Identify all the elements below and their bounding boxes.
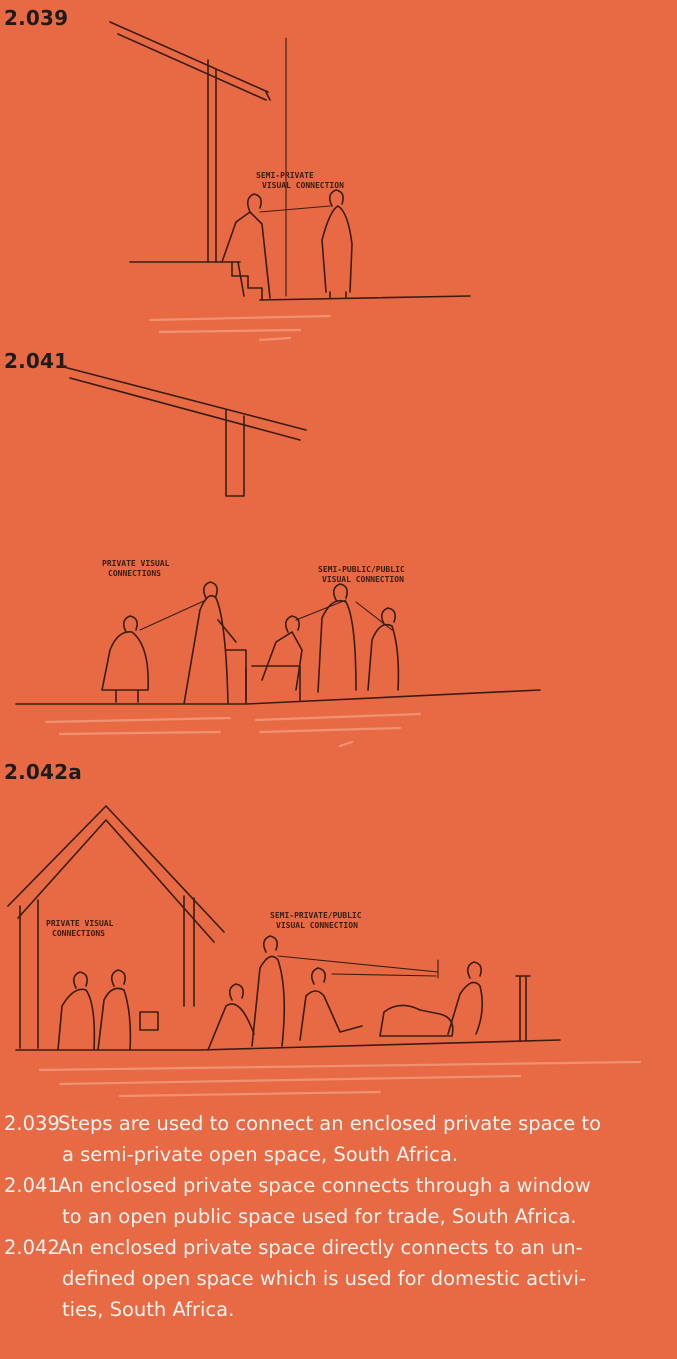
note-2-042a-a: PRIVATE VISUAL	[46, 919, 114, 928]
sketch-2-039-drawing: SEMI-PRIVATE VISUAL CONNECTION	[0, 0, 677, 345]
sketch-2-042a: PRIVATE VISUAL CONNECTIONS SEMI-PRIVATE/…	[0, 800, 677, 1105]
note-2-039-b: VISUAL CONNECTION	[262, 181, 344, 190]
caption-text: ties, South Africa.	[4, 1294, 677, 1325]
caption-text: to an open public space used for trade, …	[4, 1201, 677, 1232]
note-2-042a-b: CONNECTIONS	[52, 929, 105, 938]
note-2-042a-d: VISUAL CONNECTION	[276, 921, 358, 930]
caption-text: Steps are used to connect an enclosed pr…	[58, 1112, 601, 1135]
caption-number: 2.039	[4, 1108, 58, 1139]
caption-text: An enclosed private space connects throu…	[58, 1174, 591, 1197]
caption-2-042: 2.042An enclosed private space directly …	[0, 1232, 677, 1325]
sketch-2-041-drawing: PRIVATE VISUAL CONNECTIONS SEMI-PUBLIC/P…	[0, 350, 677, 760]
caption-text: a semi-private open space, South Africa.	[4, 1139, 677, 1170]
caption-2-039: 2.039Steps are used to connect an enclos…	[0, 1108, 677, 1170]
caption-number: 2.042	[4, 1232, 58, 1263]
sketch-2-042a-drawing: PRIVATE VISUAL CONNECTIONS SEMI-PRIVATE/…	[0, 800, 677, 1105]
note-2-041-c: SEMI-PUBLIC/PUBLIC	[318, 565, 405, 574]
caption-list: 2.039Steps are used to connect an enclos…	[0, 1108, 677, 1325]
caption-text: An enclosed private space directly conne…	[58, 1236, 583, 1259]
note-2-041-b: CONNECTIONS	[108, 569, 161, 578]
note-2-041-a: PRIVATE VISUAL	[102, 559, 170, 568]
caption-text: defined open space which is used for dom…	[4, 1263, 677, 1294]
sketch-2-041: PRIVATE VISUAL CONNECTIONS SEMI-PUBLIC/P…	[0, 350, 677, 760]
note-2-041-d: VISUAL CONNECTION	[322, 575, 404, 584]
note-2-039-a: SEMI-PRIVATE	[256, 171, 314, 180]
caption-2-041: 2.041An enclosed private space connects …	[0, 1170, 677, 1232]
note-2-042a-c: SEMI-PRIVATE/PUBLIC	[270, 911, 362, 920]
caption-number: 2.041	[4, 1170, 58, 1201]
sketch-2-039: SEMI-PRIVATE VISUAL CONNECTION	[0, 0, 677, 345]
figure-label-2-042a: 2.042a	[4, 760, 82, 784]
